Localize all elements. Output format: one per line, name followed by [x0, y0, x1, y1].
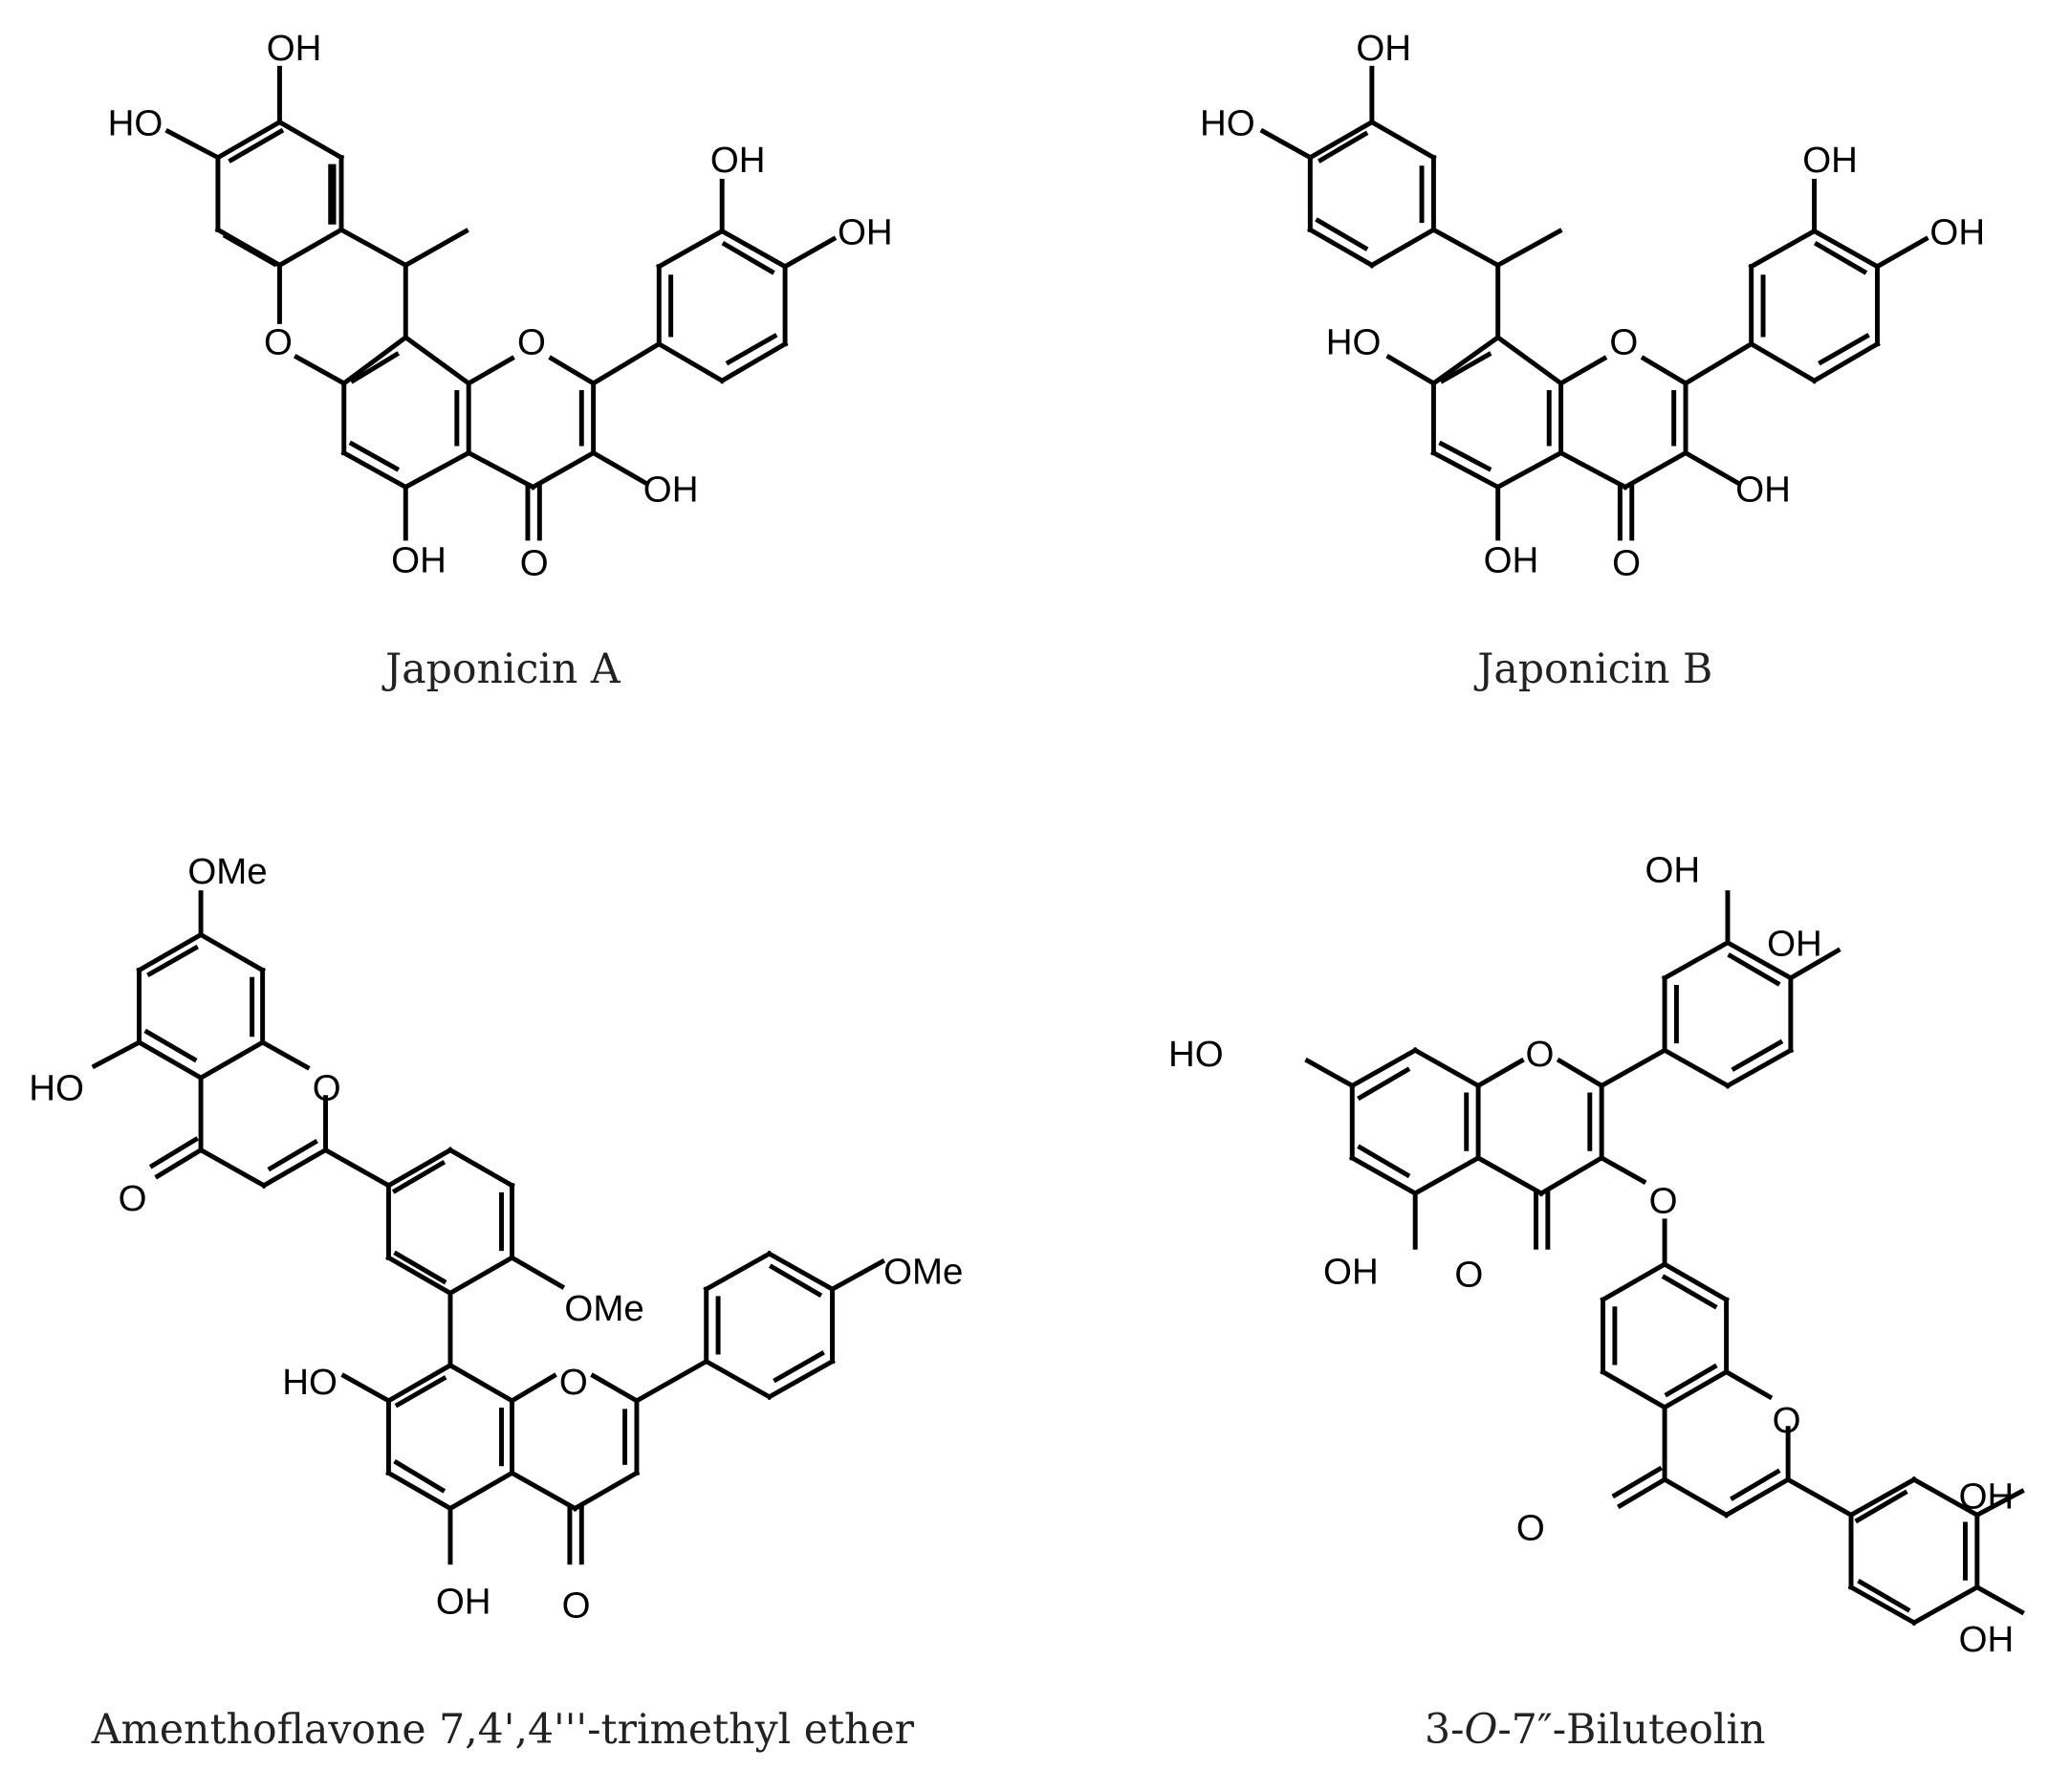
caption-japonicin-b: Japonicin B [1473, 645, 1712, 693]
atom-label: OH [643, 469, 699, 510]
structure-japonicin-a: OH HO O O OH OH OH OH O Japonicin A [108, 28, 893, 693]
atom-label: O [119, 1178, 147, 1219]
atom-label: OH [391, 540, 447, 581]
structure-amentoflavone-trimethyl-ether: OMe HO O O OMe OMe HO O OH O Amenthoflav… [29, 851, 963, 1754]
atom-label: O [1649, 1181, 1678, 1222]
caption-japonicin-a: Japonicin A [381, 645, 621, 693]
atom-label: O [1612, 542, 1641, 583]
atom-label: OH [838, 211, 893, 252]
atom-label: O [562, 1584, 591, 1626]
atom-label: OH [1929, 211, 1985, 252]
atom-label: OMe [883, 1252, 963, 1293]
atom-label: HO [1326, 322, 1382, 363]
atom-label: O [1526, 1034, 1555, 1075]
atom-label: OH [1959, 1475, 2015, 1517]
atom-label: O [559, 1362, 588, 1403]
caption-amentoflavone-trimethyl-ether: Amenthoflavone 7,4',4'''-trimethyl ether [91, 1706, 915, 1754]
caption-suffix: -7″-Biluteolin [1497, 1706, 1765, 1754]
atom-label: O [1516, 1507, 1545, 1548]
atom-label: OMe [564, 1288, 643, 1329]
caption-prefix: 3- [1425, 1706, 1464, 1754]
caption-italic-o: O [1465, 1706, 1498, 1754]
atom-label: O [517, 322, 546, 363]
structure-biluteolin: OH OH HO O O OH O O O OH OH 3-O-7″-Bilut… [1168, 850, 2025, 1754]
atom-label: OH [1767, 923, 1822, 964]
caption-biluteolin: 3-O-7″-Biluteolin [1425, 1706, 1765, 1754]
structure-japonicin-b: OH HO HO O OH OH OH OH O Japonicin B [1200, 28, 1985, 693]
atom-label: OH [710, 140, 766, 181]
atom-label: O [520, 542, 549, 583]
atom-label: OMe [187, 851, 267, 892]
atom-label: O [1609, 322, 1638, 363]
atom-label: O [1773, 1400, 1801, 1441]
atom-label: OH [1645, 850, 1700, 891]
atom-label: OH [1484, 540, 1539, 581]
atom-label: OH [1356, 28, 1411, 69]
atom-label: HO [29, 1067, 84, 1108]
atom-label: OH [1802, 140, 1858, 181]
atom-label: OH [436, 1581, 491, 1622]
atom-label: OH [1323, 1252, 1379, 1293]
atom-label: HO [108, 102, 163, 143]
atom-label: O [1454, 1254, 1483, 1295]
atom-label: OH [267, 28, 322, 69]
atom-label: O [313, 1067, 341, 1108]
atom-label: O [264, 322, 293, 363]
atom-label: HO [1200, 102, 1255, 143]
atom-label: OH [1735, 469, 1791, 510]
atom-label: HO [282, 1362, 338, 1403]
atom-label: HO [1168, 1034, 1224, 1075]
atom-label: OH [1959, 1619, 2015, 1660]
